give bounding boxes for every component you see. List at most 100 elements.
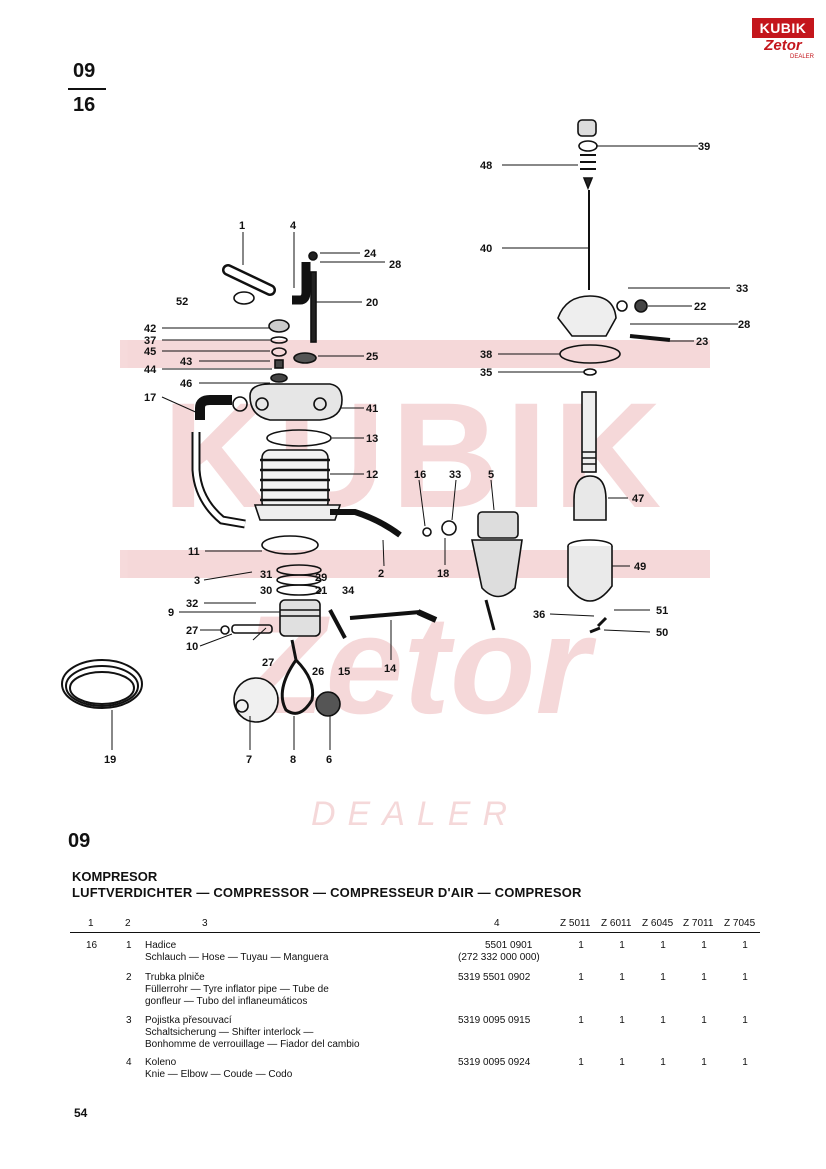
label-19: 19 [104,754,116,766]
qty-z5011: 1 [578,940,584,951]
label-50: 50 [656,627,668,639]
table-row-part: 5319 0095 0915 [458,1015,531,1026]
label-21: 21 [315,585,327,597]
qty-z6045: 1 [660,1015,666,1026]
col-header-z6011: Z 6011 [601,918,632,929]
label-29: 29 [315,572,327,584]
section-number: 09 [68,830,91,852]
label-38: 38 [480,349,492,361]
qty-z7045: 1 [742,1015,748,1026]
label-27a: 27 [186,625,198,637]
label-10: 10 [186,641,198,653]
label-52: 52 [176,296,188,308]
qty-z7011: 1 [701,1015,707,1026]
table-row-desc-2: Schaltsicherung — Shifter interlock — [145,1027,314,1038]
table-row-desc-3: Bonhomme de verrouillage — Fiador del ca… [145,1039,360,1050]
col-header-z7045: Z 7045 [724,918,756,929]
label-34: 34 [342,585,355,597]
label-25: 25 [366,351,378,363]
label-18: 18 [437,568,449,580]
label-45: 45 [144,346,156,358]
label-17: 17 [144,392,156,404]
table-row-desc-3: gonfleur — Tubo del inflaneumáticos [145,996,308,1007]
label-41: 41 [366,403,378,415]
label-7: 7 [246,754,252,766]
qty-z7011: 1 [701,940,707,951]
label-5: 5 [488,469,494,481]
table-row-desc: Trubka plniče [145,972,205,983]
parts-table: 1 2 3 4 Z 5011 Z 6011 Z 6045 Z 7011 Z 70… [70,916,760,1086]
label-12: 12 [366,469,378,481]
table-row-pos: 3 [126,1015,132,1026]
col-header-4: 4 [494,918,500,929]
col-header-1: 1 [88,918,94,929]
table-row-pos: 1 [126,940,132,951]
label-24: 24 [364,248,377,260]
logo-zetor: Zetor [764,37,802,54]
label-39: 39 [698,141,710,153]
label-20: 20 [366,297,378,309]
col-header-z5011: Z 5011 [560,918,591,929]
label-42: 42 [144,323,156,335]
label-28: 28 [389,259,401,271]
qty-z7011: 1 [701,972,707,983]
label-8: 8 [290,754,296,766]
label-46: 46 [180,378,192,390]
label-2: 2 [378,568,384,580]
qty-z5011: 1 [578,1015,584,1026]
qty-z6011: 1 [619,940,625,951]
table-row-desc: Koleno [145,1057,177,1068]
group-number-top: 09 [73,60,96,82]
dealer-logo: KUBIK Zetor DEALER [752,18,814,66]
section-title: KOMPRESOR [72,869,158,884]
table-rule [70,932,760,933]
group-number-bottom: 16 [73,94,96,116]
logo-kubik: KUBIK [752,18,814,38]
table-row-desc-2: Schlauch — Hose — Tuyau — Manguera [145,952,329,963]
label-33b: 33 [736,283,748,295]
qty-z6011: 1 [619,1057,625,1068]
label-16: 16 [414,469,426,481]
label-27b: 27 [262,657,274,669]
table-row-part: 5319 5501 0902 [458,972,531,983]
label-47: 47 [632,493,644,505]
label-4: 4 [290,220,297,232]
label-44: 44 [144,364,157,376]
label-23: 23 [696,336,708,348]
page-number: 54 [74,1106,88,1120]
col-header-2: 2 [125,918,131,929]
qty-z7045: 1 [742,972,748,983]
col-header-z6045: Z 6045 [642,918,674,929]
label-40: 40 [480,243,492,255]
table-row-desc: Pojistka přesouvací [145,1015,232,1026]
label-13: 13 [366,433,378,445]
qty-z6045: 1 [660,1057,666,1068]
label-30: 30 [260,585,272,597]
qty-z6011: 1 [619,1015,625,1026]
label-15: 15 [338,666,350,678]
table-row-part: 5319 0095 0924 [458,1057,531,1068]
qty-z7011: 1 [701,1057,707,1068]
label-36: 36 [533,609,545,621]
label-26: 26 [312,666,324,678]
logo-dealer: DEALER [789,54,814,60]
qty-z6011: 1 [619,972,625,983]
table-row-pos: 2 [126,972,132,983]
table-row-desc: Hadice [145,940,177,951]
section-subtitle: LUFTVERDICHTER — COMPRESSOR — COMPRESSEU… [72,885,582,900]
label-14: 14 [384,663,397,675]
label-49: 49 [634,561,646,573]
qty-z6045: 1 [660,940,666,951]
qty-z5011: 1 [578,972,584,983]
label-43: 43 [180,356,192,368]
table-row-desc-2: Knie — Elbow — Coude — Codo [145,1069,293,1080]
label-9: 9 [168,607,174,619]
qty-z6045: 1 [660,972,666,983]
table-row-fig: 16 [86,940,98,951]
label-32: 32 [186,598,198,610]
qty-z7045: 1 [742,940,748,951]
label-6: 6 [326,754,332,766]
label-33a: 33 [449,469,461,481]
label-31: 31 [260,569,272,581]
label-51: 51 [656,605,668,617]
